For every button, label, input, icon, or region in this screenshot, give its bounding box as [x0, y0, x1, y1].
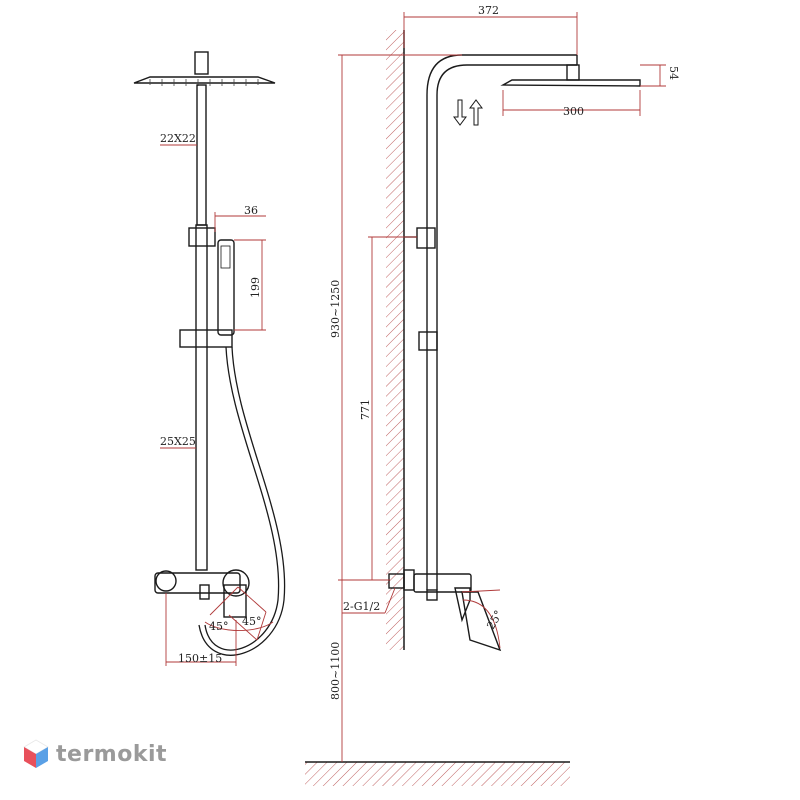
head-arm-connector: [566, 64, 580, 81]
nozzle-row: [149, 79, 259, 86]
upper-clamp: [188, 227, 216, 247]
lever-angle-lines: [204, 586, 274, 641]
mixer-body-side: [413, 573, 472, 593]
side-upper-clamp: [416, 227, 436, 249]
rain-shower-head-front: [133, 76, 276, 84]
dim-top-width: 372: [478, 4, 499, 17]
dim-mount-height: 800~1100: [329, 642, 342, 700]
mixer-body: [154, 572, 241, 594]
brand-name: termokit: [56, 741, 168, 767]
front-view: [133, 51, 286, 656]
rain-shower-head-side: [500, 79, 641, 87]
mixer-knob: [222, 569, 250, 597]
dim-bar-lower: 25X25: [160, 435, 196, 448]
mixer-bottom-outlet: [426, 589, 438, 601]
dim-lever-angle-left: 45°: [209, 620, 229, 633]
riser-pipe-back: [436, 64, 577, 590]
hand-shower-face: [220, 245, 231, 269]
hose: [204, 346, 280, 651]
riser-pipe-front: [426, 54, 577, 590]
side-view: [388, 54, 641, 652]
dim-inlet-spacing: 150±15: [178, 652, 222, 665]
dim-inlet-thread: 2-G1/2: [343, 600, 380, 613]
dim-head-width: 300: [563, 105, 584, 118]
dim-bar-upper: 22X22: [160, 132, 196, 145]
side-holder: [418, 331, 438, 351]
hand-shower: [217, 239, 235, 336]
cube-logo-icon: [23, 739, 49, 768]
brand-watermark: termokit: [22, 738, 167, 770]
diverter-outlet: [199, 584, 210, 600]
floor-hatch: [305, 762, 570, 786]
dim-total-height: 930~1250: [329, 280, 342, 338]
lower-bar: [195, 224, 208, 571]
left-inlet: [155, 570, 177, 592]
head-connector: [194, 51, 209, 75]
upper-bar: [196, 84, 207, 226]
dimension-lines: [160, 12, 666, 762]
spout: [454, 587, 471, 623]
dim-slide-length: 771: [359, 399, 372, 420]
hose-outer: [198, 346, 286, 656]
dim-head-height: 54: [667, 66, 680, 80]
adjust-arrows-icon: [453, 99, 483, 126]
dim-handset-head: 36: [244, 204, 258, 217]
dim-handset-length: 199: [249, 277, 262, 298]
dim-lever-angle-right: 45°: [242, 615, 262, 628]
handset-holder: [179, 329, 233, 348]
escutcheon: [403, 569, 415, 591]
wall-hatch: [386, 30, 404, 650]
lever-side: [461, 591, 502, 652]
